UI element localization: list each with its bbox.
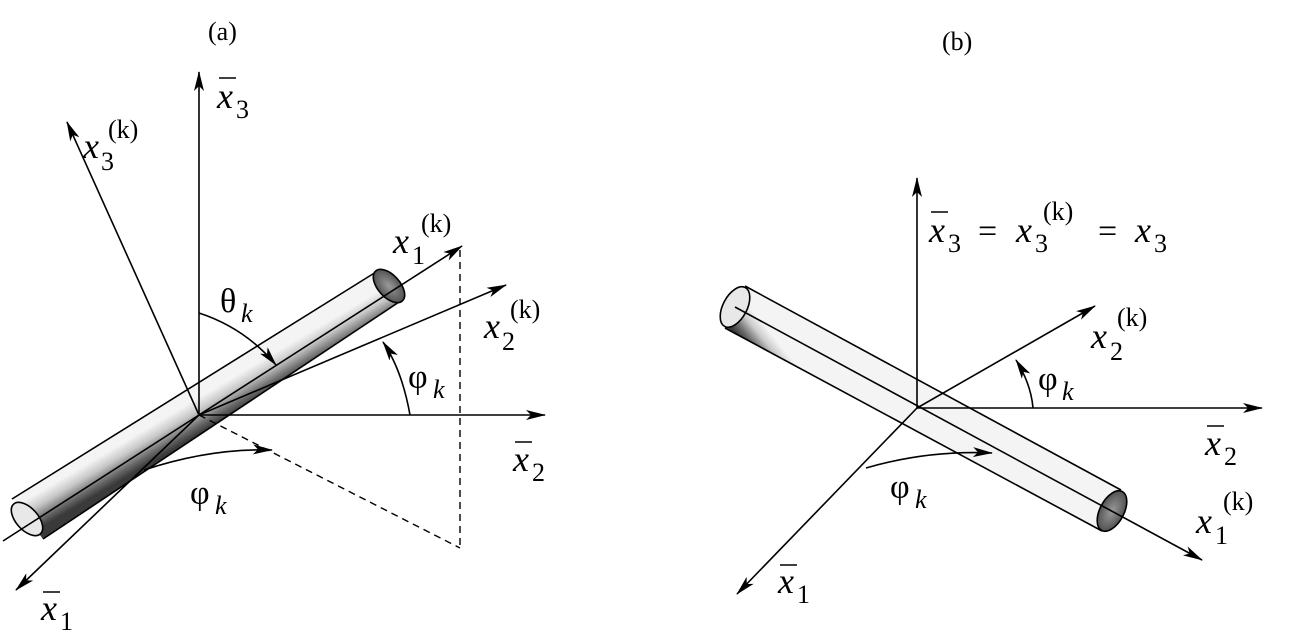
panel-b: (b) x 3 = x <box>719 27 1263 609</box>
svg-text:(k): (k) <box>1117 303 1147 332</box>
svg-text:2: 2 <box>502 327 515 356</box>
projection-a-ground <box>198 414 461 549</box>
svg-text:1: 1 <box>1215 521 1228 550</box>
svg-text:x: x <box>1195 501 1212 541</box>
label-b-phi-upper: φ k <box>1038 361 1074 406</box>
svg-text:=: = <box>1098 213 1117 250</box>
label-a-phi-lower: φ k <box>190 475 227 520</box>
svg-text:(k): (k) <box>1223 487 1253 516</box>
axis-a-x1k <box>2 245 463 542</box>
svg-text:3: 3 <box>1154 229 1167 258</box>
svg-text:(k): (k) <box>1043 197 1073 226</box>
label-b-x2k: x 2 (k) <box>1090 303 1147 366</box>
axis-b-x1k <box>734 306 1203 561</box>
svg-text:(k): (k) <box>421 209 451 238</box>
axis-a-x3k <box>66 121 200 416</box>
svg-text:1: 1 <box>412 241 425 270</box>
angle-b-phi-lower-arc <box>865 447 993 469</box>
svg-text:3: 3 <box>236 95 249 124</box>
svg-text:x: x <box>216 76 233 116</box>
svg-text:x: x <box>1090 316 1107 356</box>
svg-text:k: k <box>1062 377 1074 406</box>
axis-b-x1bar <box>736 407 918 595</box>
label-b-x1bar: x 1 <box>777 561 810 609</box>
svg-text:2: 2 <box>1224 442 1237 471</box>
rod-b-edge-top <box>744 285 1122 491</box>
svg-text:3: 3 <box>1035 229 1048 258</box>
label-b-x3-equality: x 3 = x 3 (k) = x 3 <box>928 197 1167 258</box>
svg-text:k: k <box>241 299 253 328</box>
angle-a-phi-lower-arc <box>143 444 273 471</box>
panel-a: (a) x <box>2 17 546 636</box>
svg-text:(k): (k) <box>108 115 138 144</box>
label-b-x2bar: x 2 <box>1204 423 1237 471</box>
label-a-x3bar: x 3 <box>216 76 249 124</box>
svg-text:x: x <box>512 439 529 479</box>
svg-text:φ: φ <box>1038 361 1058 398</box>
svg-text:x: x <box>928 210 945 250</box>
angle-a-phi-upper-arc <box>382 341 411 416</box>
label-a-x2k: x 2 (k) <box>483 295 540 356</box>
svg-text:φ: φ <box>190 475 210 512</box>
rod-a-edge-bottom <box>42 299 403 540</box>
svg-text:1: 1 <box>60 607 73 636</box>
svg-text:k: k <box>433 375 445 404</box>
label-a-phi-upper: φ k <box>408 359 445 404</box>
axis-a-x2k <box>198 284 507 416</box>
axes-b <box>734 177 1263 595</box>
svg-text:θ: θ <box>220 283 236 320</box>
svg-text:φ: φ <box>890 469 910 506</box>
label-b-phi-lower: φ k <box>890 469 927 514</box>
axes-a <box>2 71 546 591</box>
svg-text:x: x <box>1204 423 1221 463</box>
label-a-theta: θ k <box>220 283 253 328</box>
axis-b-x2k <box>916 305 1096 409</box>
svg-text:x: x <box>777 561 794 601</box>
label-a-x2bar: x 2 <box>512 439 545 487</box>
svg-text:=: = <box>978 213 997 250</box>
svg-text:x: x <box>392 221 409 261</box>
axis-a-x1bar <box>15 414 200 591</box>
panel-b-label: (b) <box>942 27 972 56</box>
svg-text:x: x <box>1015 210 1032 250</box>
angle-a-theta-arc <box>198 312 277 366</box>
svg-text:2: 2 <box>1110 337 1123 366</box>
svg-text:k: k <box>215 491 227 520</box>
angle-b-phi-upper-arc <box>1015 359 1034 409</box>
panel-a-label: (a) <box>208 17 237 46</box>
labels-b: x 3 = x 3 (k) = x 3 x 2 (k) x 2 x <box>777 197 1253 609</box>
svg-text:3: 3 <box>948 229 961 258</box>
svg-text:x: x <box>40 588 57 628</box>
svg-text:x: x <box>1134 210 1151 250</box>
svg-text:3: 3 <box>101 147 114 176</box>
labels-a: x 3 x 3 (k) x 1 (k) x 2 (k) x 2 <box>40 76 545 636</box>
rod-a-end-cap <box>372 268 406 304</box>
svg-text:2: 2 <box>532 458 545 487</box>
rod-a-edge-top <box>11 271 377 500</box>
svg-text:φ: φ <box>408 359 428 396</box>
svg-text:k: k <box>915 485 927 514</box>
label-a-x1k: x 1 (k) <box>392 209 451 270</box>
label-b-x1k: x 1 (k) <box>1195 487 1253 550</box>
rod-a-near-end <box>10 501 44 537</box>
rod-b-edge-bottom <box>724 327 1103 532</box>
svg-text:x: x <box>483 306 500 346</box>
svg-text:x: x <box>82 126 99 166</box>
svg-text:(k): (k) <box>510 295 540 324</box>
label-a-x3k: x 3 (k) <box>82 115 138 176</box>
label-a-x1bar: x 1 <box>40 588 73 636</box>
svg-text:1: 1 <box>797 580 810 609</box>
